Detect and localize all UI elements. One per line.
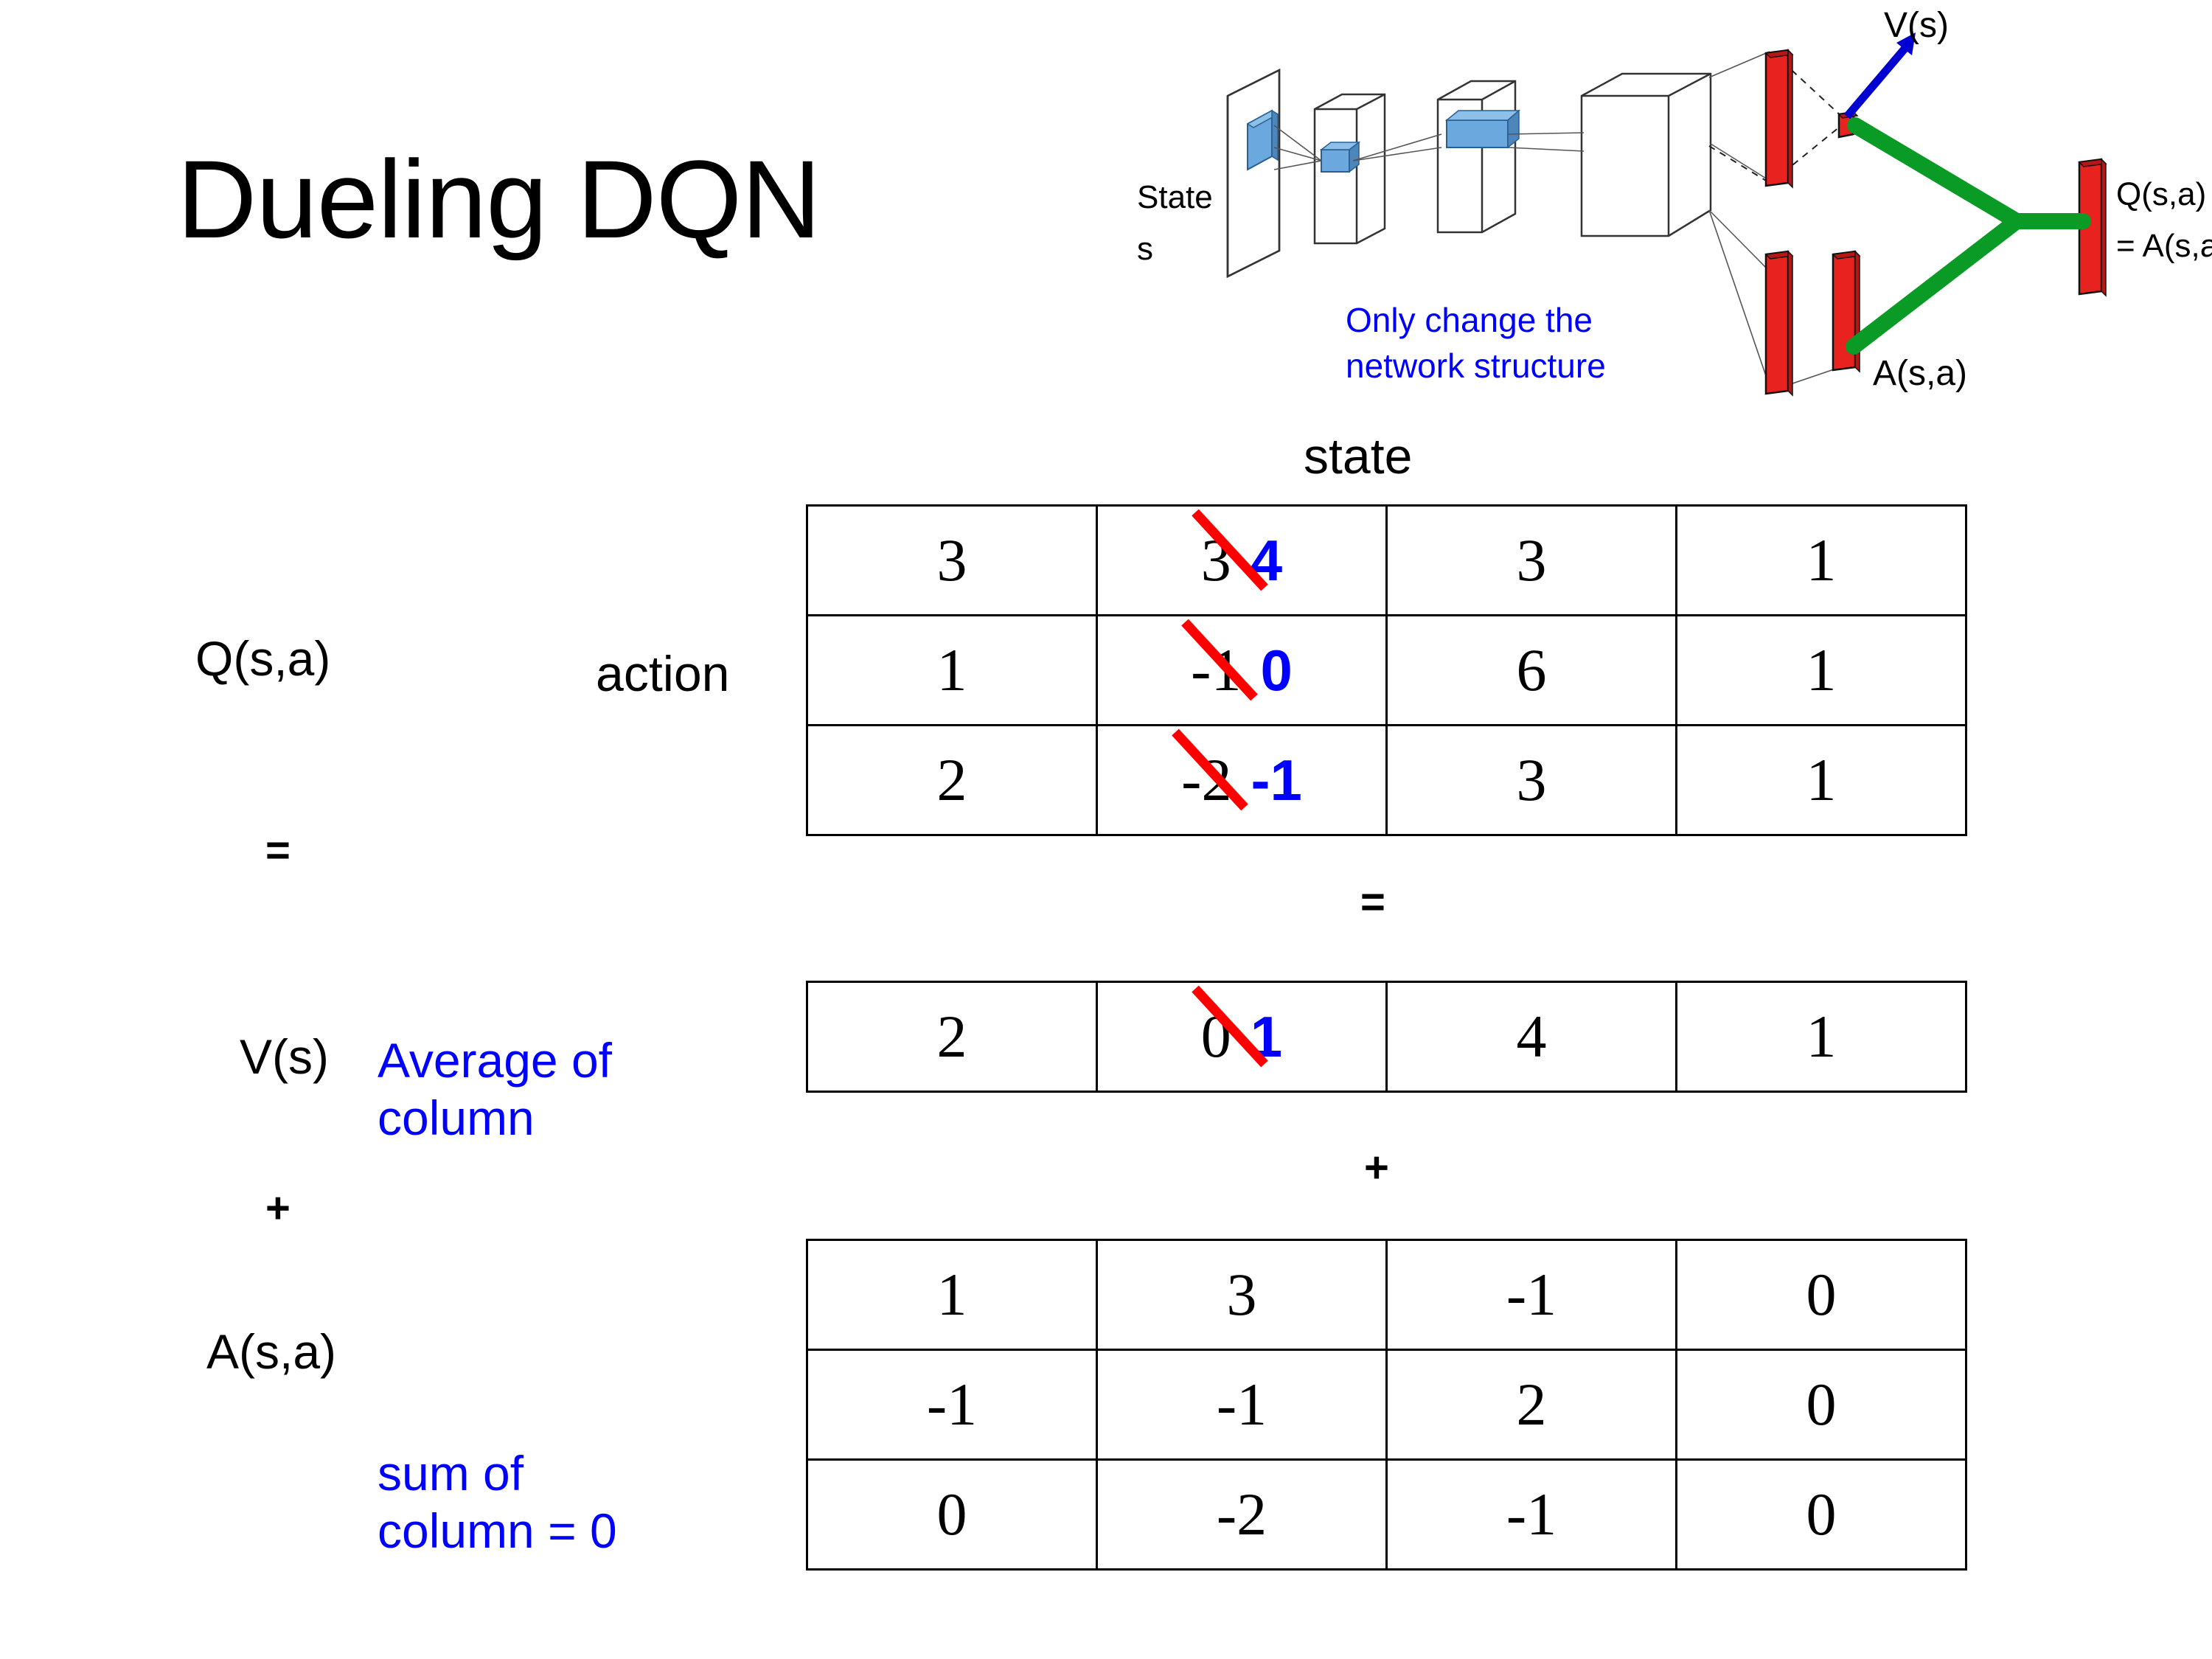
- old-value: 0: [1192, 985, 1268, 1071]
- q-function-label: Q(s,a): [195, 631, 331, 686]
- network-note-line2: network structure: [1346, 347, 1606, 385]
- cell-content: -2-1: [1098, 726, 1385, 834]
- a-output-label: A(s,a): [1873, 354, 1967, 393]
- table-cell: -1: [1385, 1458, 1677, 1571]
- old-value: -1: [1181, 619, 1258, 705]
- sum-note-line1: sum of: [378, 1446, 524, 1500]
- conv-block-1-icon: [1313, 93, 1386, 245]
- state-input-label-line1: State: [1137, 179, 1213, 215]
- table-cell: 1: [1675, 614, 1967, 726]
- table-cell: 0: [1675, 1239, 1967, 1351]
- average-note-line2: column: [378, 1090, 535, 1145]
- state-input-label-line2: s: [1137, 231, 1153, 267]
- equals-operator-left: =: [265, 827, 291, 874]
- aggregation-link-icon: [1846, 117, 2091, 355]
- table-cell: 1: [806, 1239, 1098, 1351]
- table-cell: 1: [806, 614, 1098, 726]
- average-note-line1: Average of: [378, 1033, 613, 1088]
- v-output-label: V(s): [1884, 6, 1949, 45]
- action-axis-label: action: [596, 646, 730, 702]
- table-cell: -1: [1096, 1349, 1388, 1461]
- sum-of-column-note: sum of column = 0: [378, 1445, 617, 1560]
- page-title: Dueling DQN: [177, 137, 821, 261]
- a-function-label: A(s,a): [206, 1324, 337, 1379]
- old-value: -2: [1172, 728, 1248, 815]
- plus-operator-center: +: [1364, 1144, 1389, 1192]
- conv-block-3-icon: [1580, 72, 1712, 237]
- new-value: 4: [1250, 527, 1283, 593]
- table-cell: 4: [1385, 981, 1677, 1093]
- advantage-stream-bar-icon: [1764, 250, 1794, 397]
- table-cell-edited: -2-1: [1096, 724, 1388, 836]
- table-cell: 1: [1675, 981, 1967, 1093]
- table-cell: 3: [1385, 724, 1677, 836]
- table-cell: 6: [1385, 614, 1677, 726]
- q-output-label-line2: = A(s,a)+V(s): [2116, 228, 2212, 264]
- table-cell: 2: [806, 981, 1098, 1093]
- old-value: 3: [1192, 509, 1268, 595]
- plus-operator-left: +: [265, 1184, 291, 1232]
- average-of-column-note: Average of column: [378, 1032, 612, 1147]
- table-cell: -2: [1096, 1458, 1388, 1571]
- v-function-label: V(s): [240, 1029, 329, 1084]
- connection-lines: [1273, 51, 1837, 392]
- table-cell: -1: [1385, 1239, 1677, 1351]
- network-note-line1: Only change the: [1346, 301, 1593, 339]
- state-axis-label: state: [1304, 428, 1413, 484]
- table-cell: 1: [1675, 724, 1967, 836]
- new-value: 1: [1250, 1004, 1283, 1069]
- value-stream-bar-icon: [1764, 49, 1794, 189]
- q-output-label-line1: Q(s,a): [2116, 176, 2206, 212]
- dueling-network-diagram: State s Only change the network structur…: [1106, 0, 2212, 413]
- table-cell: 3: [1385, 504, 1677, 616]
- equals-operator-center: =: [1360, 878, 1385, 926]
- input-plane-icon: [1226, 68, 1281, 279]
- new-value: 0: [1260, 637, 1293, 703]
- table-cell: 3: [806, 504, 1098, 616]
- table-cell: 0: [1675, 1458, 1967, 1571]
- new-value: -1: [1251, 747, 1302, 813]
- table-cell: 1: [1675, 504, 1967, 616]
- q-output-bar-icon: [2078, 158, 2107, 297]
- table-cell: -1: [806, 1349, 1098, 1461]
- table-cell: 0: [1675, 1349, 1967, 1461]
- table-cell: 3: [1096, 1239, 1388, 1351]
- table-cell: 2: [806, 724, 1098, 836]
- v-output-arrow-icon: [1843, 32, 1916, 119]
- sum-note-line2: column = 0: [378, 1503, 617, 1558]
- conv-block-2-icon: [1436, 80, 1521, 234]
- table-cell: 2: [1385, 1349, 1677, 1461]
- table-cell: 0: [806, 1458, 1098, 1571]
